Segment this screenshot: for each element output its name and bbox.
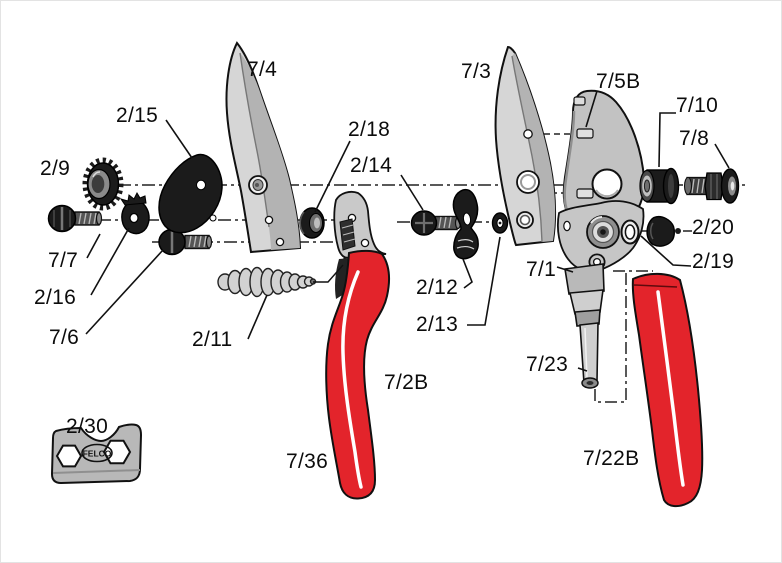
part-handle-shaft [564,263,605,389]
part-label-7-23: 7/23 [526,353,569,376]
part-label-2-15: 2/15 [116,104,159,127]
part-label-7-5B: 7/5B [596,70,641,93]
part-label-7-4: 7/4 [247,58,278,81]
part-right-handle-grip [631,272,704,508]
part-label-2-12: 2/12 [416,276,459,299]
part-washer-2-13 [491,212,509,234]
part-label-7-22B: 7/22B [583,447,640,470]
part-label-2-14: 2/14 [350,154,393,177]
part-bushing [639,167,680,205]
part-wrench-plate: FELCO [50,423,143,485]
part-label-2-9: 2/9 [40,157,71,180]
part-label-2-18: 2/18 [348,118,391,141]
part-label-2-13: 2/13 [416,313,459,336]
part-left-handle-grip [325,249,391,500]
part-cam-plate-2-15 [158,153,223,234]
part-washer-2-19 [620,219,640,245]
part-label-2-20: 2/20 [692,216,735,239]
part-label-7-6: 7/6 [49,326,80,349]
part-screw-2-14 [410,210,462,236]
part-label-2-11: 2/11 [192,328,233,351]
part-label-7-1: 7/1 [526,258,557,281]
part-label-7-8: 7/8 [679,127,710,150]
part-screw-7-7 [47,204,103,233]
part-toothed-segment [119,191,150,235]
felco-logo-text: FELCO [83,449,112,459]
part-label-7-3: 7/3 [461,60,492,83]
part-cam-plate-2-12 [452,188,479,260]
part-label-2-19: 2/19 [692,250,735,273]
part-adjustment-nut [82,157,124,211]
part-right-handle-body [556,200,645,389]
part-counter-blade [494,45,557,247]
part-cap [646,216,681,247]
part-label-2-16: 2/16 [34,286,77,309]
part-label-7-7: 7/7 [48,249,79,272]
part-nut-2-18 [299,207,325,239]
part-bolt [683,168,740,204]
part-label-7-2B: 7/2B [384,371,429,394]
part-cutting-blade [225,41,302,254]
part-label-7-36: 7/36 [286,450,329,473]
assembly-dash-bracket [594,270,653,403]
part-spring [217,266,317,298]
part-label-2-30: 2/30 [66,415,109,438]
part-screw-7-6 [158,228,213,256]
leader-lines [85,90,730,372]
part-label-7-10: 7/10 [676,94,719,117]
